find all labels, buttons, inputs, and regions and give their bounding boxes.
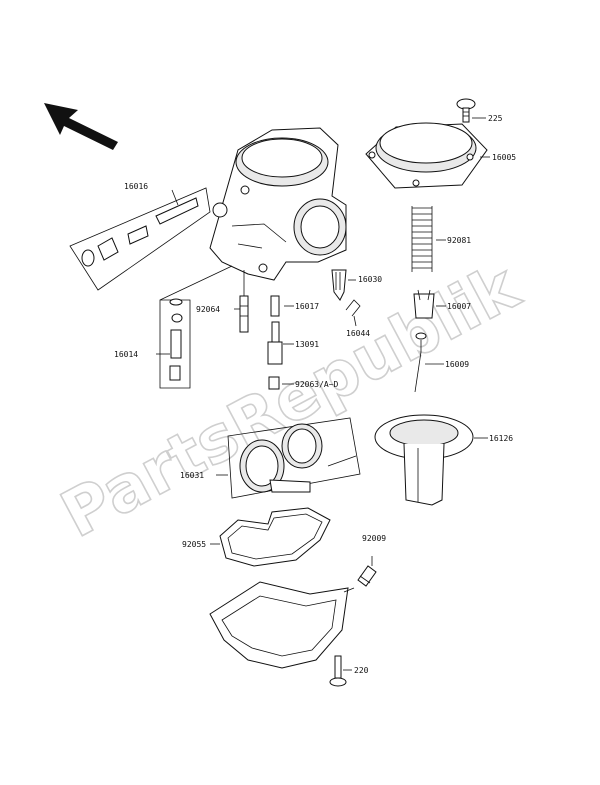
part-16031-float xyxy=(216,417,361,499)
part-16005-top-cover xyxy=(365,122,490,189)
float-bowl xyxy=(209,581,355,669)
part-16007-holder xyxy=(413,289,446,319)
part-13091-needle-jet xyxy=(267,321,294,365)
watermark: PartsRepublik xyxy=(50,250,532,553)
part-92064-jet xyxy=(234,270,249,333)
part-225-screw xyxy=(456,98,486,123)
label-225: 225 xyxy=(488,114,503,123)
part-16126-diaphragm xyxy=(374,414,488,506)
part-16017-emulsion-tube xyxy=(270,295,294,317)
label-92063: 92063/A~D xyxy=(295,380,339,389)
part-92009-drain-screw xyxy=(357,556,377,587)
part-16044-clip xyxy=(345,299,361,327)
label-92055: 92055 xyxy=(182,540,206,549)
label-92009: 92009 xyxy=(362,534,386,543)
label-16017: 16017 xyxy=(295,302,319,311)
label-16016: 16016 xyxy=(124,182,148,191)
label-92064: 92064 xyxy=(196,305,220,314)
part-16016-pilot-screw-set xyxy=(69,187,211,291)
label-16007: 16007 xyxy=(447,302,471,311)
label-16126: 16126 xyxy=(489,434,513,443)
label-92081: 92081 xyxy=(447,236,471,245)
label-13091: 13091 xyxy=(295,340,319,349)
part-16030-float-valve xyxy=(331,269,356,301)
part-92081-spring xyxy=(411,206,446,272)
direction-arrow-icon xyxy=(44,103,118,150)
part-16009-needle xyxy=(414,332,444,393)
label-16031: 16031 xyxy=(180,471,204,480)
label-16030: 16030 xyxy=(358,275,382,284)
label-220: 220 xyxy=(354,666,369,675)
part-92063-main-jet xyxy=(268,376,294,390)
label-16014: 16014 xyxy=(114,350,138,359)
part-220-screw xyxy=(329,655,352,687)
carburetor-body xyxy=(209,127,347,281)
part-16014-jet-set xyxy=(156,265,233,389)
label-16005: 16005 xyxy=(492,153,516,162)
label-16009: 16009 xyxy=(445,360,469,369)
label-16044: 16044 xyxy=(346,329,370,338)
part-92055-gasket xyxy=(210,507,331,567)
